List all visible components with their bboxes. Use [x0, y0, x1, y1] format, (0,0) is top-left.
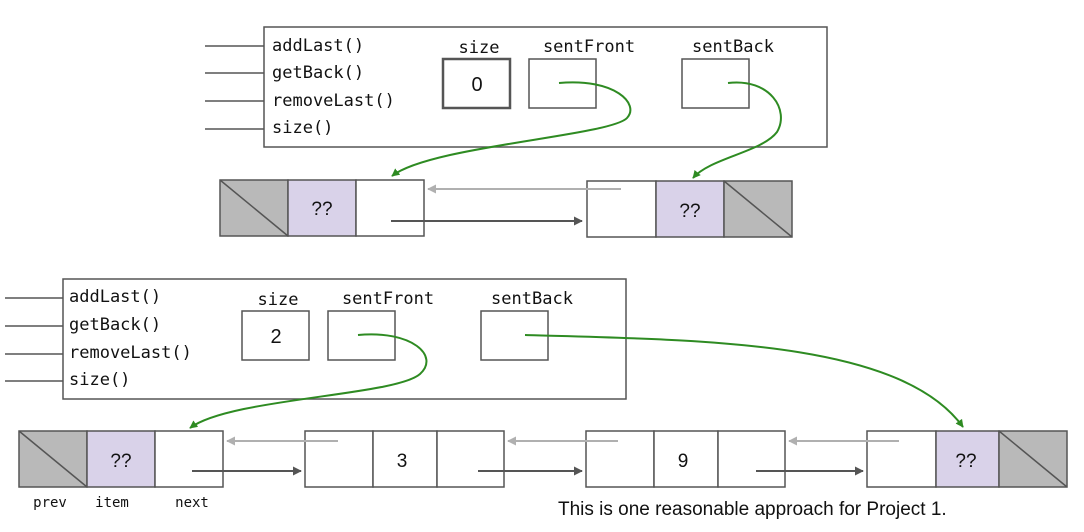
sent-front-label: sentFront [543, 37, 635, 57]
sent-back-pointer [692, 81, 782, 179]
item-cell [935, 430, 1000, 488]
null-slash [219, 179, 289, 237]
list-node: 9 [585, 430, 786, 488]
front-sentinel-node: ?? [219, 179, 425, 237]
item-value: ?? [955, 451, 976, 472]
sent-front-label: sentFront [342, 289, 434, 309]
method-label: removeLast() [272, 91, 395, 111]
method-label: addLast() [272, 36, 364, 56]
size-field-label: size [258, 290, 299, 310]
item-value: ?? [311, 199, 332, 220]
method-label: addLast() [69, 287, 161, 307]
prev-field-label: prev [33, 495, 67, 511]
next-field-label: next [175, 495, 209, 511]
sent-front-pointer [189, 333, 428, 429]
prev-cell [866, 430, 937, 488]
sent-back-pointer [524, 334, 964, 428]
sent-back-label: sentBack [491, 289, 573, 309]
size-value: 2 [270, 326, 281, 348]
deque-top: addLast() getBack() removeLast() size() … [205, 26, 828, 238]
null-slash [723, 180, 793, 238]
item-cell [287, 179, 357, 237]
method-label: size() [69, 370, 130, 390]
item-cell [655, 180, 725, 238]
front-sentinel-node: ?? [18, 430, 224, 488]
null-slash [998, 430, 1068, 488]
item-value: 9 [678, 451, 689, 472]
back-sentinel-node: ?? [866, 430, 1068, 488]
sent-front-pointer [391, 81, 632, 177]
prev-cell [304, 430, 374, 488]
method-label: getBack() [69, 315, 161, 335]
method-label: removeLast() [69, 343, 192, 363]
method-label: size() [272, 118, 333, 138]
deque-object-box [263, 26, 828, 148]
size-field-box [241, 310, 310, 361]
prev-cell [585, 430, 655, 488]
next-cell [355, 179, 425, 237]
next-cell [154, 430, 224, 488]
sent-back-label: sentBack [692, 37, 774, 57]
next-cell [717, 430, 786, 488]
item-cell [86, 430, 156, 488]
list-node: 3 [304, 430, 505, 488]
back-sentinel-node: ?? [586, 180, 793, 238]
next-cell [436, 430, 505, 488]
deque-object-box [62, 278, 627, 400]
item-field-label: item [95, 495, 129, 511]
item-value: 3 [397, 451, 408, 472]
method-label: getBack() [272, 63, 364, 83]
item-value: ?? [110, 451, 131, 472]
item-value: ?? [679, 201, 700, 222]
size-field-label: size [459, 38, 500, 58]
size-field-box [441, 57, 512, 110]
prev-cell [586, 180, 657, 238]
deque-bottom: addLast() getBack() removeLast() size() … [5, 278, 1068, 511]
size-value: 0 [471, 74, 482, 96]
null-slash [18, 430, 88, 488]
caption: This is one reasonable approach for Proj… [558, 499, 947, 520]
